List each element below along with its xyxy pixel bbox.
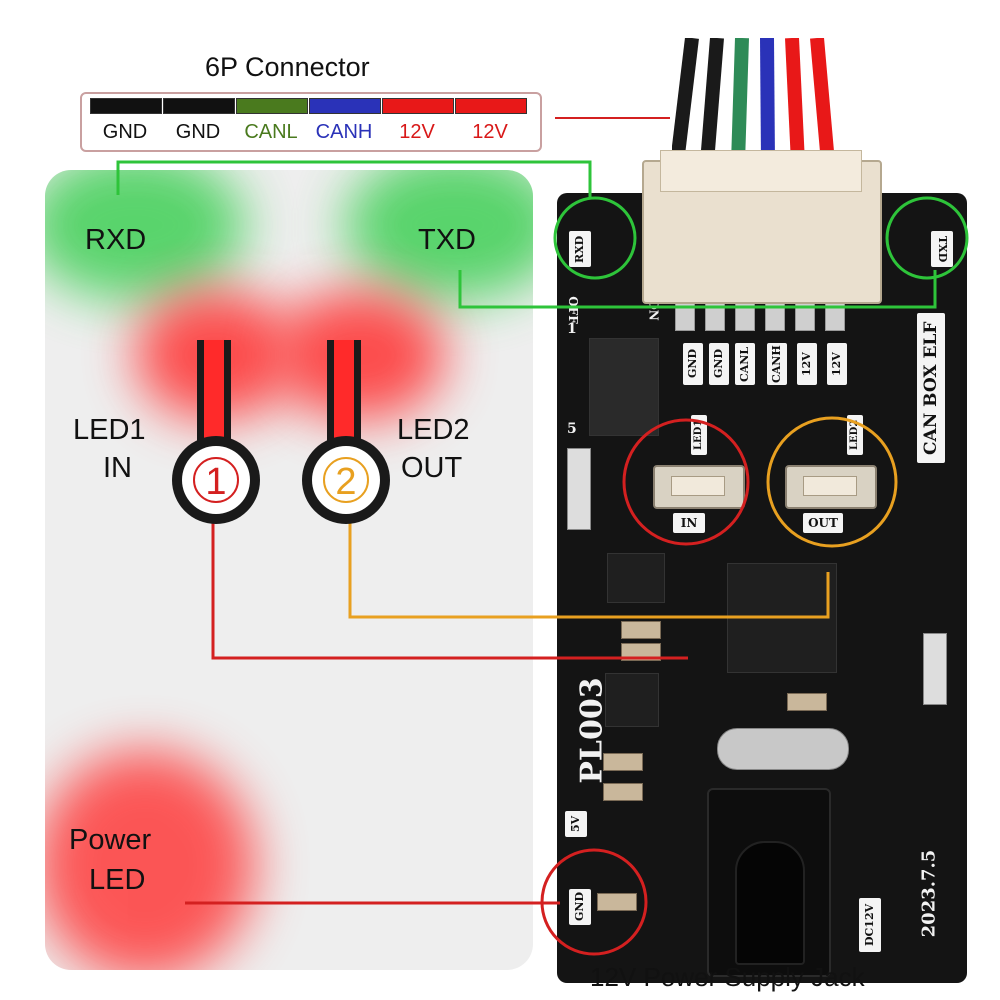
led2-label-line1: LED2 [397, 414, 470, 446]
power-label-line2: LED [89, 864, 146, 896]
wire-legend: GND GND CANL CANH 12V 12V [80, 92, 542, 152]
wire-swatch-1 [90, 98, 162, 114]
led2-callout-line [348, 520, 830, 619]
wire-swatch-5 [382, 98, 454, 114]
indicator-panel: RXD TXD LED1 IN LED2 OUT Power LED [45, 170, 533, 970]
transceiver-chip [607, 553, 665, 603]
wire-strand [760, 38, 775, 164]
power-jack-caption: 12V Power Supply Jack [590, 962, 865, 992]
wire-label-6: 12V [472, 121, 508, 143]
pcb-txd-tag: TXD [931, 231, 953, 267]
wire-bundle [672, 38, 842, 168]
wire-swatch-4 [309, 98, 381, 114]
power-jack-socket [735, 841, 805, 965]
txd-highlight-circle [885, 196, 969, 280]
rxd-highlight-circle [553, 196, 637, 280]
wire-label-3: CANL [244, 121, 298, 143]
side-connector [567, 448, 591, 530]
wire-swatch-2 [163, 98, 235, 114]
in-button-cap [671, 476, 725, 496]
smd-component [603, 783, 643, 801]
side-connector [923, 633, 947, 705]
txd-callout-line [458, 270, 937, 309]
wire-strand [700, 38, 724, 164]
led2-number: 2 [335, 461, 356, 503]
led1-lightpipe-glow [204, 340, 224, 440]
pcb-out-tag: OUT [803, 513, 843, 533]
led2-number-circle [323, 457, 369, 503]
led1-ring-inner [182, 446, 250, 514]
connector-title: 6P Connector [205, 52, 370, 82]
smd-component [603, 753, 643, 771]
rxd-glow [45, 170, 245, 300]
wire-label-5: 12V [399, 121, 435, 143]
led1-number-circle [193, 457, 239, 503]
led2-ring-inner [312, 446, 380, 514]
out-highlight-circle [766, 416, 898, 548]
led2-label-line2: OUT [401, 452, 463, 484]
in-highlight-circle [622, 418, 750, 546]
led1-label-line2: IN [103, 452, 132, 484]
smd-component [597, 893, 637, 911]
rxd-callout-line [116, 160, 592, 198]
out-button-cap [803, 476, 857, 496]
led1-number: 1 [205, 461, 226, 503]
pcb-board: RXD TXD GND GND CANL CANH 12V 12V CAN BO… [557, 193, 967, 983]
wire-swatch-3 [236, 98, 308, 114]
dip-5-label: 5 [567, 421, 577, 437]
led1-callout-line [211, 520, 688, 660]
out-button[interactable] [785, 465, 877, 509]
pcb-in-tag: IN [673, 513, 705, 533]
wire-bundle-svg [672, 38, 835, 164]
connector-cap [660, 150, 862, 192]
dip-switch [589, 338, 659, 436]
crystal [717, 728, 849, 770]
wire-label-1: GND [102, 121, 148, 143]
wire-strand [810, 38, 835, 164]
rxd-label: RXD [85, 224, 147, 256]
power-glow [45, 750, 255, 970]
in-button[interactable] [653, 465, 745, 509]
power-label-line1: Power [69, 824, 152, 856]
regulator-chip [605, 673, 659, 727]
wire-strand [731, 38, 749, 164]
wire-label-2: GND [175, 121, 221, 143]
wire-strand [672, 38, 699, 164]
led1-label-line1: LED1 [73, 414, 146, 446]
dip-1-label: 1 [567, 321, 577, 337]
led2-lightpipe-glow [334, 340, 354, 440]
smd-component [787, 693, 827, 711]
smd-component [621, 621, 661, 639]
wire-strand [785, 38, 805, 164]
txd-label: TXD [418, 224, 476, 256]
wire-label-4: CANH [315, 121, 373, 143]
wire-swatch-6 [455, 98, 527, 114]
